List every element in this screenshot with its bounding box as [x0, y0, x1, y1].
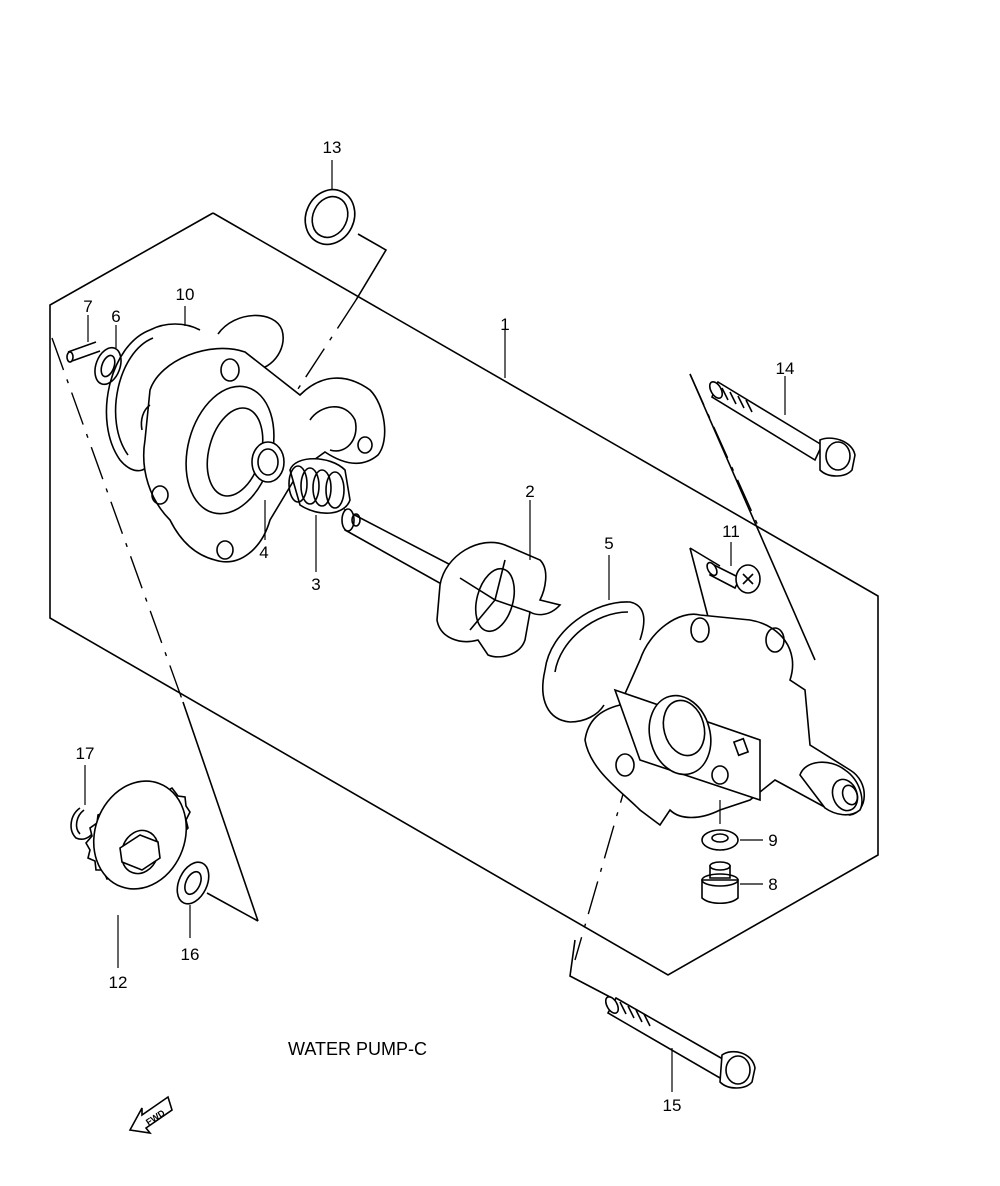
part-label-17: 17	[76, 744, 95, 763]
part-6-washer	[94, 325, 122, 386]
part-label-15: 15	[663, 1096, 682, 1115]
part-label-3: 3	[311, 575, 320, 594]
part-14-bolt	[708, 376, 856, 477]
part-2-impeller	[341, 500, 562, 658]
assembly-boundary	[49, 212, 879, 976]
fwd-arrow-icon: FWD	[128, 1095, 173, 1135]
part-9-washer	[701, 800, 763, 851]
part-label-16: 16	[181, 945, 200, 964]
guide-lines	[51, 233, 816, 999]
part-10-o-ring-large	[105, 306, 284, 472]
part-label-10: 10	[176, 285, 195, 304]
part-label-2: 2	[525, 482, 534, 501]
part-number-labels: 13 7 6 10 1 14 2 4 5 11 3 17 9 8 16 12 1…	[76, 138, 795, 1115]
diagram-caption: WATER PUMP-C	[288, 1039, 427, 1059]
part-12-drive-gear	[85, 780, 191, 968]
part-label-4: 4	[259, 543, 268, 562]
part-8-drain-bolt	[701, 861, 763, 905]
part-16-washer	[176, 861, 210, 938]
part-7-dowel-pin	[66, 315, 101, 363]
part-label-1: 1	[500, 315, 509, 334]
part-label-13: 13	[323, 138, 342, 157]
part-label-11: 11	[722, 522, 740, 541]
part-label-6: 6	[111, 307, 120, 326]
part-3-mechanical-seal	[288, 458, 351, 572]
part-5-o-ring	[541, 555, 645, 723]
part-label-9: 9	[768, 831, 777, 850]
part-4-oil-seal	[251, 441, 285, 540]
part-1-pump-body	[504, 330, 865, 827]
part-label-8: 8	[768, 875, 777, 894]
part-13-o-ring	[304, 160, 356, 246]
part-11-screw	[706, 542, 761, 594]
part-label-12: 12	[109, 973, 128, 992]
part-label-5: 5	[604, 534, 613, 553]
part-label-14: 14	[776, 359, 795, 378]
part-label-7: 7	[83, 297, 92, 316]
part-15-bolt	[604, 996, 756, 1092]
